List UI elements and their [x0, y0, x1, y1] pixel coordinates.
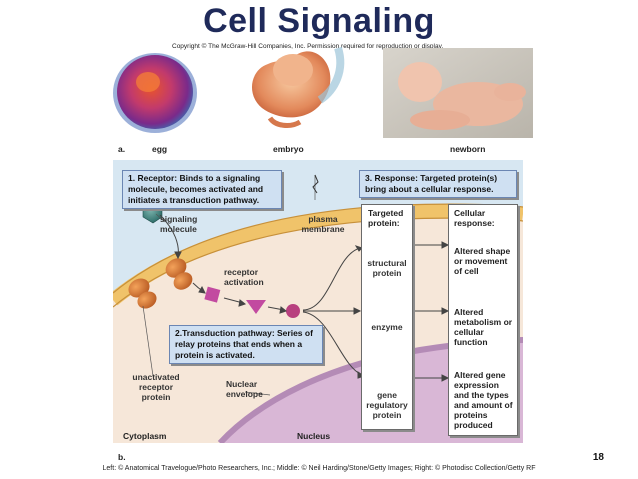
plasma-membrane-label: plasma membrane [301, 214, 345, 234]
relay-protein-circle [286, 304, 300, 318]
signaling-molecule-label: signaling molecule [160, 214, 198, 234]
cellular-response-column [448, 204, 518, 436]
response-shape-movement: Altered shape or movement of cell [454, 246, 511, 276]
cellular-response-heading: Cellular response: [454, 208, 495, 228]
enzyme-label: enzyme [371, 322, 403, 332]
panel-b-letter: b. [118, 452, 126, 462]
newborn-photo [383, 48, 533, 138]
structural-protein-label: structural protein [367, 258, 407, 278]
response-gene-expression: Altered gene expression and the types an… [454, 370, 513, 430]
activated-receptor-shape [165, 258, 187, 278]
relay-protein-square [204, 286, 221, 303]
page-title: Cell Signaling [203, 2, 435, 40]
stage-label-newborn: newborn [450, 144, 486, 154]
copyright-notice: Copyright © The McGraw-Hill Companies, I… [172, 43, 444, 50]
receptor-activation-label: receptor activation [224, 267, 264, 287]
receptor-step-box: 1. Receptor: Binds to a signaling molecu… [122, 170, 282, 209]
transduction-step-box: 2.Transduction pathway: Series of relay … [169, 325, 323, 364]
stage-label-egg: egg [152, 144, 168, 154]
targeted-protein-heading: Targeted protein: [368, 208, 404, 228]
embryo-photo [251, 46, 345, 128]
page-number: 18 [592, 452, 604, 463]
egg-photo [113, 53, 197, 133]
gene-regulatory-protein-label: gene regulatory protein [366, 390, 408, 420]
panel-a-letter: a. [118, 144, 126, 154]
nuclear-envelope-label: Nuclear envelope [226, 379, 263, 399]
response-step-box: 3. Response: Targeted protein(s) bring a… [359, 170, 517, 198]
photo-credits: Left: © Anatomical Travelogue/Photo Rese… [102, 465, 536, 472]
targeted-protein-column [361, 204, 413, 430]
cytoplasm-label: Cytoplasm [123, 431, 167, 441]
relay-protein-triangle [246, 300, 266, 314]
stage-label-embryo: embryo [273, 144, 304, 154]
nucleus-label: Nucleus [297, 431, 331, 441]
membrane-break-marker [312, 174, 319, 194]
development-photos [113, 46, 533, 138]
unactivated-receptor-label: unactivated receptor protein [132, 372, 180, 402]
response-metabolism: Altered metabolism or cellular function [454, 307, 513, 347]
